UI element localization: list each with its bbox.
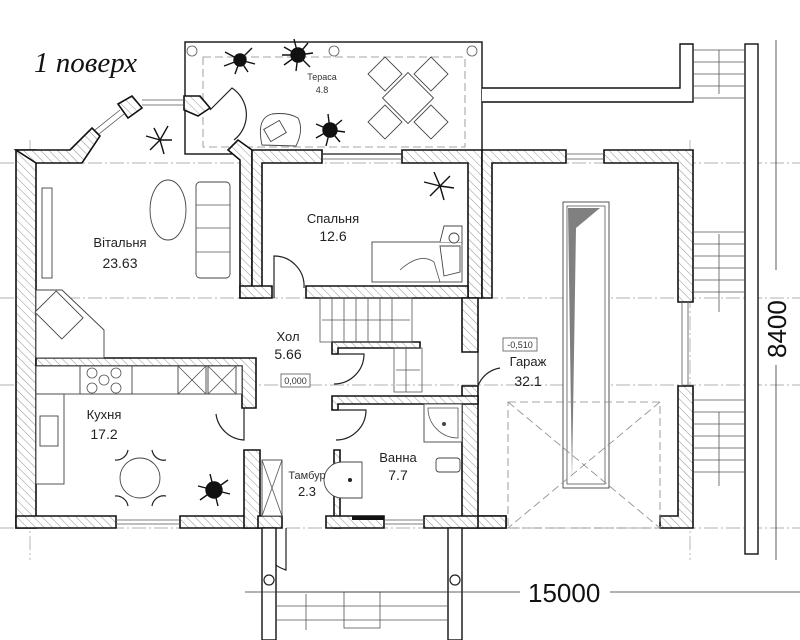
room-area-kitchen: 17.2 <box>90 426 117 442</box>
internal-stairs <box>319 297 423 393</box>
terrace: Тераса 4.8 <box>184 38 483 155</box>
room-area-hall: 5.66 <box>274 346 301 362</box>
terrace-table-set <box>367 56 449 140</box>
room-area-vestibule: 2.3 <box>298 484 316 499</box>
garage-car-lift <box>507 201 661 529</box>
room-area-terrace: 4.8 <box>316 85 329 95</box>
armchair <box>259 113 301 147</box>
level-garage: -0,510 <box>507 340 533 350</box>
room-name-living: Вітальня <box>93 235 146 250</box>
room-area-garage: 32.1 <box>514 373 541 389</box>
dimension-depth: 8400 <box>762 300 792 358</box>
plant-icon <box>145 125 172 155</box>
walls <box>13 94 694 529</box>
plant-icon <box>223 47 256 75</box>
room-name-vestibule: Тамбур <box>288 470 325 482</box>
plant-icon <box>423 171 455 201</box>
floor-title: 1 поверх <box>34 47 137 79</box>
room-area-bedroom: 12.6 <box>319 228 346 244</box>
plant-icon <box>315 113 346 147</box>
bedroom-furniture <box>371 171 463 283</box>
room-name-kitchen: Кухня <box>87 407 122 422</box>
level-hall: 0,000 <box>284 376 307 386</box>
room-name-garage: Гараж <box>510 354 547 369</box>
plant-icon <box>197 473 231 507</box>
room-name-bedroom: Спальня <box>307 211 359 226</box>
doors <box>209 87 501 571</box>
room-name-terrace: Тераса <box>307 72 337 82</box>
entrance-porch <box>261 527 463 640</box>
room-name-bathroom: Ванна <box>379 450 417 465</box>
living-room-furniture <box>34 125 231 359</box>
dimension-lines: 15000 8400 <box>245 40 800 608</box>
right-balcony <box>482 43 759 555</box>
vestibule-wardrobe <box>261 459 283 517</box>
plant-icon <box>282 38 314 72</box>
windows <box>94 99 689 525</box>
kitchen-furniture <box>35 365 243 507</box>
dimension-width: 15000 <box>528 578 600 608</box>
room-area-living: 23.63 <box>102 255 137 271</box>
bathroom-fixtures <box>323 403 463 520</box>
room-labels: Вітальня 23.63 Спальня 12.6 Хол 5.66 Гар… <box>87 211 547 499</box>
room-name-hall: Хол <box>276 329 299 344</box>
level-markers: 0,000 -0,510 <box>280 337 538 388</box>
garage-side-stairs <box>693 231 745 486</box>
room-area-bathroom: 7.7 <box>388 467 408 483</box>
